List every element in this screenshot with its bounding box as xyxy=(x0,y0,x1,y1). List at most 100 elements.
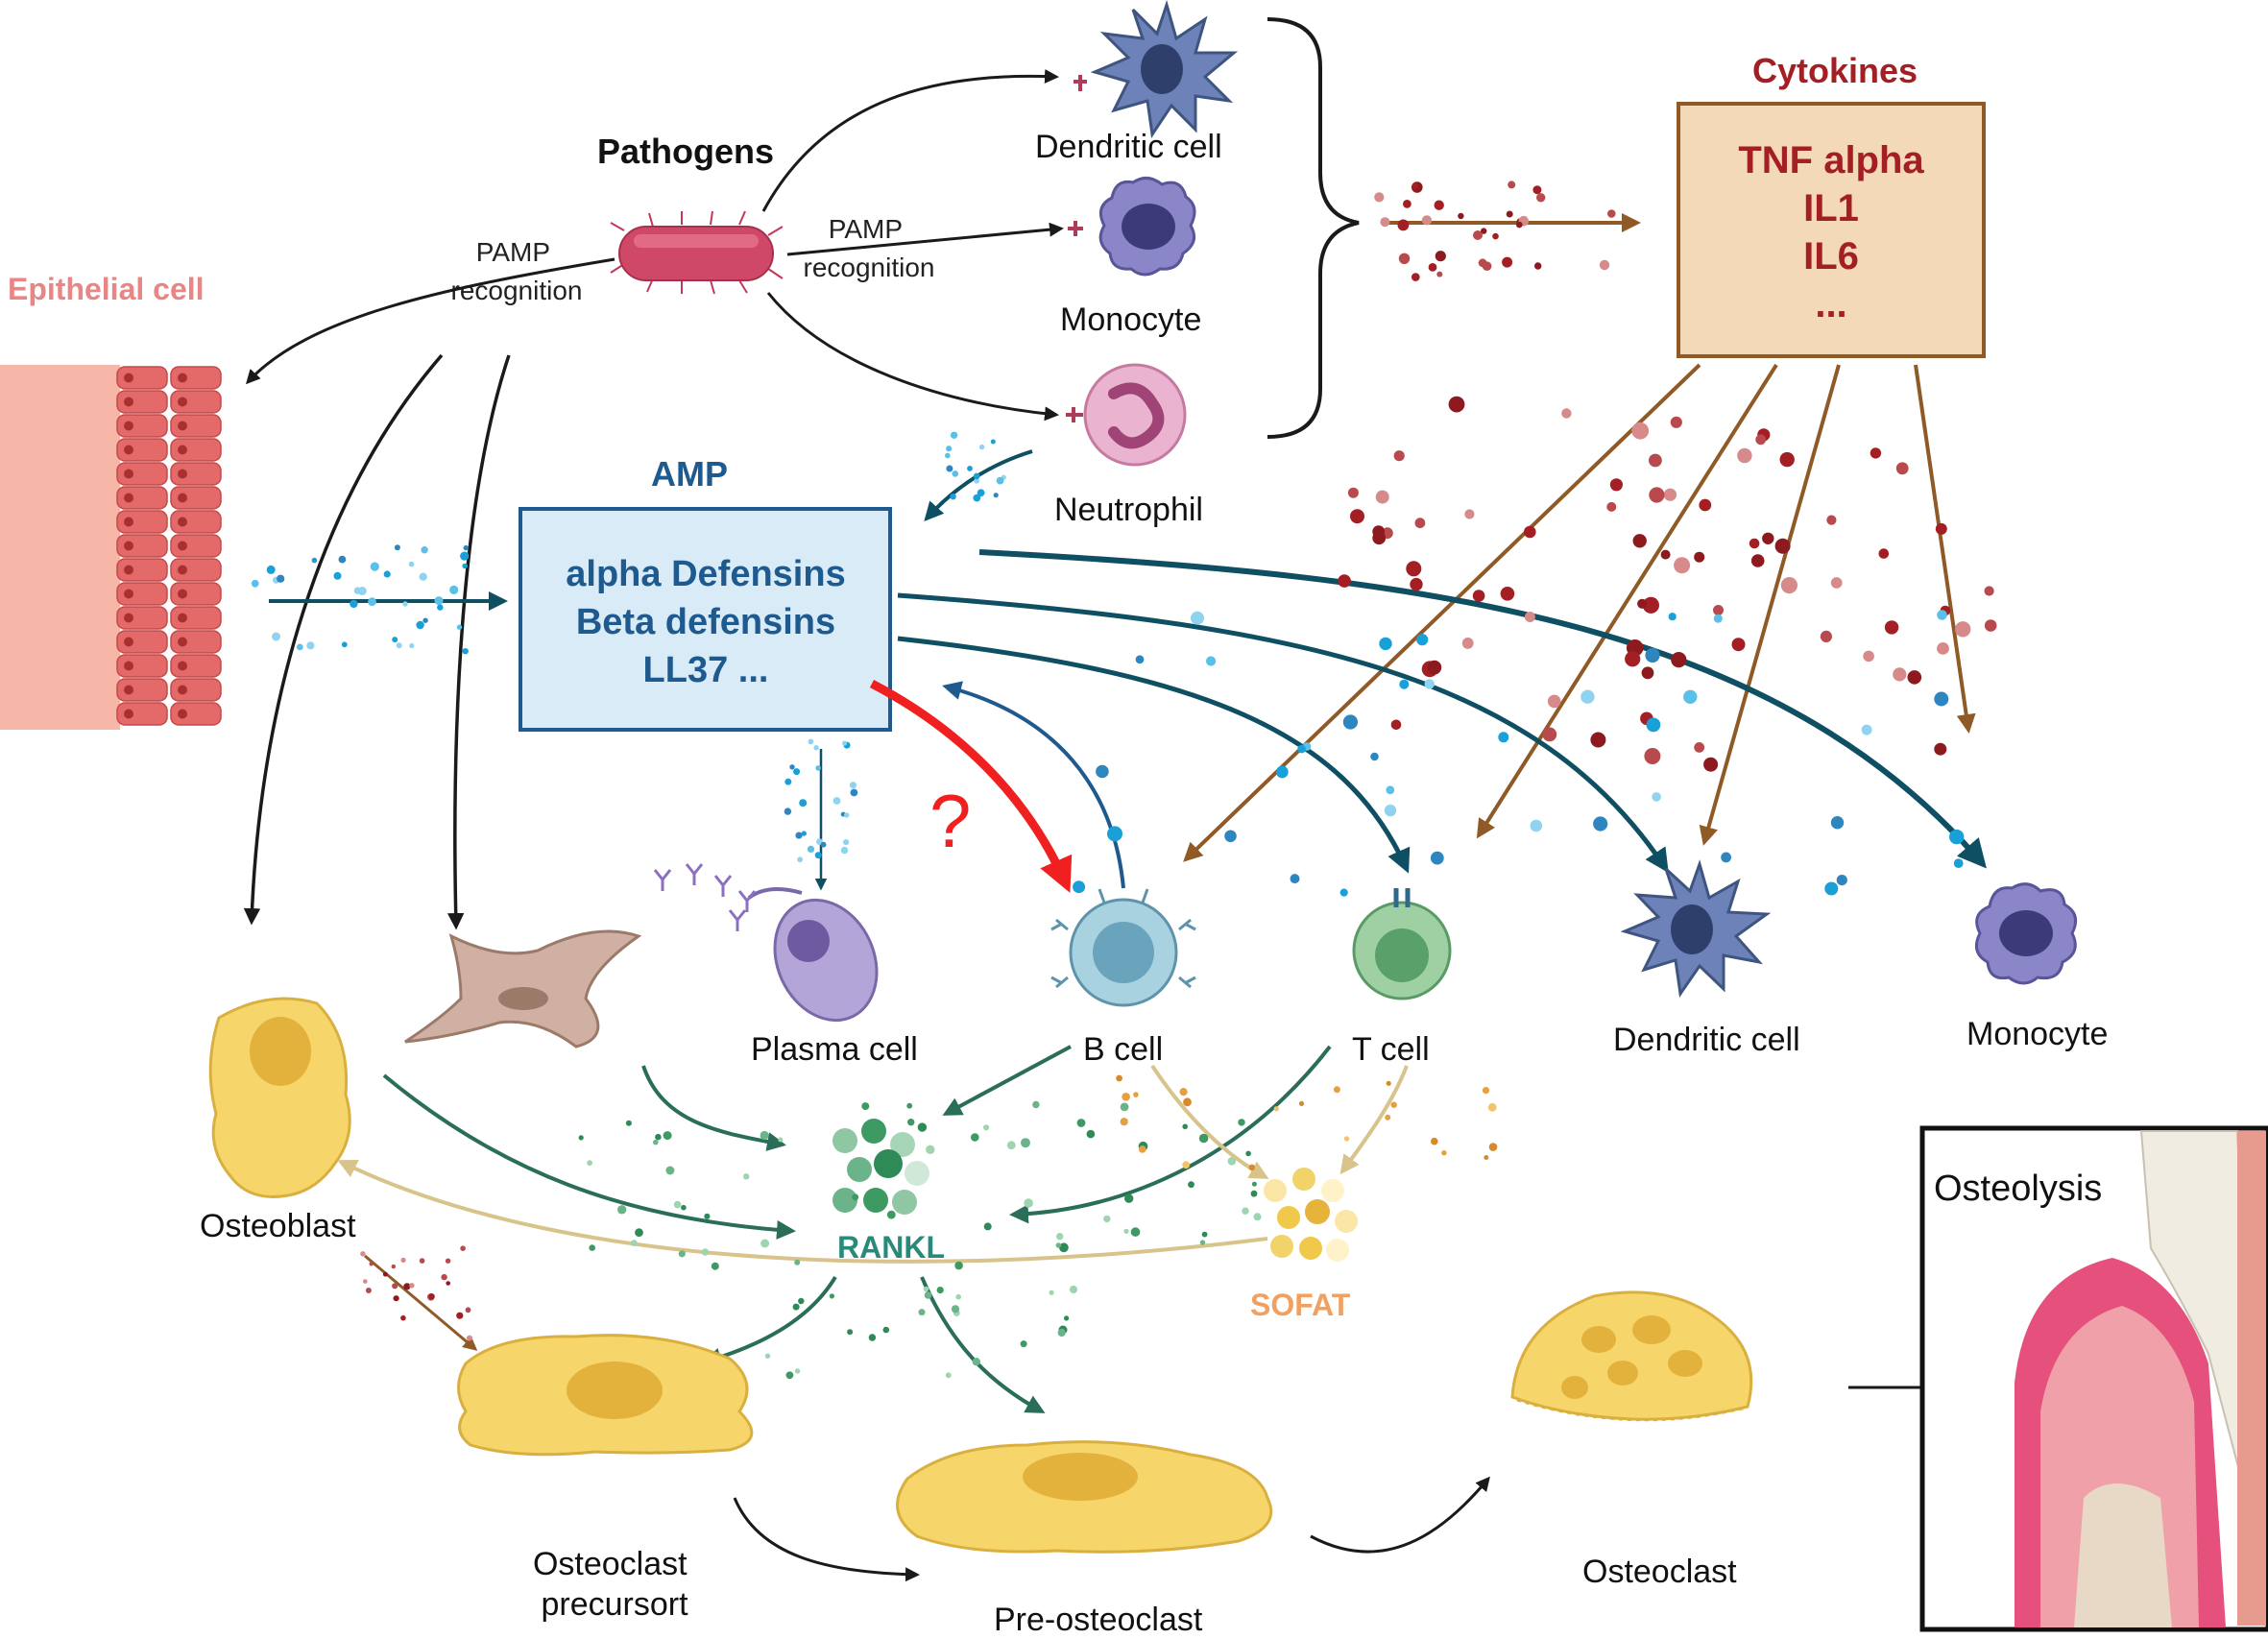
molecule-particle xyxy=(1273,1106,1280,1112)
molecule-particle xyxy=(1374,192,1385,203)
molecule-particle xyxy=(1133,1092,1139,1097)
neutrophil-label: Neutrophil xyxy=(1054,492,1203,528)
fibroblast-icon xyxy=(404,929,642,1048)
molecule-particle xyxy=(1390,1101,1397,1108)
molecule-particle xyxy=(1824,881,1839,896)
molecule-particle xyxy=(350,599,358,609)
molecule-particle xyxy=(1955,621,1971,638)
epithelial-cell-nucleus xyxy=(124,565,133,575)
epithelial-cell-block xyxy=(170,390,222,414)
molecule-particle xyxy=(794,1259,801,1265)
molecule-particle xyxy=(946,446,953,452)
molecule-particle xyxy=(840,846,849,855)
molecule-particle xyxy=(1749,538,1760,549)
molecule-particle xyxy=(1498,732,1509,743)
molecule-particle xyxy=(1399,679,1410,689)
molecule-particle xyxy=(1934,691,1949,707)
molecule-particle xyxy=(1670,416,1682,428)
b-cell-label: B cell xyxy=(1083,1031,1163,1068)
epithelial-cell-block xyxy=(116,582,168,606)
molecule-particle xyxy=(1625,651,1641,667)
molecule-particle xyxy=(1297,744,1306,754)
molecule-particle xyxy=(852,1193,859,1201)
epithelial-cell-nucleus xyxy=(178,517,187,527)
molecule-particle xyxy=(924,1291,932,1299)
molecule-particle xyxy=(1750,554,1765,567)
molecule-particle xyxy=(974,477,979,484)
molecule-particle xyxy=(1820,630,1832,643)
molecule-particle xyxy=(923,1286,929,1292)
molecule-particle xyxy=(1502,256,1513,268)
molecule-particle xyxy=(1427,660,1442,675)
molecule-particle xyxy=(460,551,470,561)
molecule-particle xyxy=(1064,1315,1070,1321)
molecule-particle xyxy=(391,1264,396,1269)
molecule-particle xyxy=(1343,1136,1350,1142)
molecule-particle xyxy=(1826,515,1837,525)
amp-item: alpha Defensins xyxy=(566,554,845,594)
epithelial-cell-block xyxy=(170,510,222,534)
molecule-particle xyxy=(972,1358,980,1366)
molecule-particle xyxy=(1524,525,1536,539)
molecule-particle xyxy=(1434,200,1444,210)
molecule-particle xyxy=(1780,577,1798,594)
molecule-particle xyxy=(446,1281,451,1286)
neutrophil-top-icon xyxy=(1066,363,1187,467)
epithelial-cell-block xyxy=(170,702,222,726)
molecule-particle xyxy=(978,444,985,450)
epithelial-cell-label: Epithelial cell xyxy=(8,272,205,306)
molecule-particle xyxy=(1907,670,1922,685)
molecule-particle xyxy=(973,494,981,502)
molecule-particle xyxy=(338,555,347,564)
molecule-particle xyxy=(409,1283,415,1289)
osteoclast-label: Osteoclast xyxy=(1582,1554,1737,1590)
molecule-particle xyxy=(1870,447,1882,459)
molecule-particle xyxy=(1251,1181,1257,1187)
b-cell-icon xyxy=(1050,888,1196,1007)
monocyte-top-icon xyxy=(1068,177,1196,277)
molecule-particle xyxy=(1073,880,1086,894)
epithelial-cell-block xyxy=(116,702,168,726)
molecule-particle xyxy=(1694,551,1705,563)
molecule-particle xyxy=(1116,1074,1122,1082)
osteolysis-label: Osteolysis xyxy=(1934,1169,2102,1209)
molecule-particle xyxy=(807,845,815,854)
amp-box xyxy=(519,507,892,732)
molecule-particle xyxy=(983,1222,992,1231)
epithelial-cell-nucleus xyxy=(178,613,187,623)
molecule-particle xyxy=(419,1258,425,1264)
molecule-particle xyxy=(1006,1141,1016,1150)
molecule-particle xyxy=(906,1102,913,1109)
molecule-particle xyxy=(1506,210,1513,218)
epithelial-cell-block xyxy=(116,654,168,678)
molecule-particle xyxy=(850,788,858,797)
epithelial-cell-nucleus xyxy=(124,637,133,647)
molecule-particle xyxy=(1836,875,1847,886)
molecule-particle xyxy=(936,1287,944,1294)
molecule-particle xyxy=(1508,181,1516,189)
pathogen-bacterium xyxy=(610,210,784,295)
molecule-particle xyxy=(1737,447,1752,464)
molecule-particle xyxy=(813,745,819,751)
molecule-particle xyxy=(402,601,408,607)
epithelial-cell-nucleus xyxy=(124,397,133,407)
dendritic-cell-right-icon xyxy=(1620,859,1772,999)
molecule-particle xyxy=(1461,638,1474,649)
molecule-particle xyxy=(1668,613,1677,621)
molecule-particle xyxy=(799,799,808,807)
epithelial-cell-nucleus xyxy=(124,589,133,599)
pamp-left-label: PAMP recognition xyxy=(451,237,583,305)
molecule-particle xyxy=(844,812,850,818)
epithelial-cell-block xyxy=(116,510,168,534)
molecule-particle xyxy=(1436,271,1443,277)
molecule-particle xyxy=(1227,1157,1237,1166)
epithelial-cell-block xyxy=(116,606,168,630)
epithelial-cell-block xyxy=(116,438,168,462)
molecule-particle xyxy=(1731,638,1746,652)
molecule-particle xyxy=(1370,752,1379,761)
epithelial-cell-nucleus xyxy=(124,661,133,671)
molecule-particle xyxy=(681,1204,687,1211)
molecule-particle xyxy=(1372,525,1386,539)
molecule-particle xyxy=(1201,1231,1208,1238)
molecule-particle xyxy=(760,1130,769,1141)
